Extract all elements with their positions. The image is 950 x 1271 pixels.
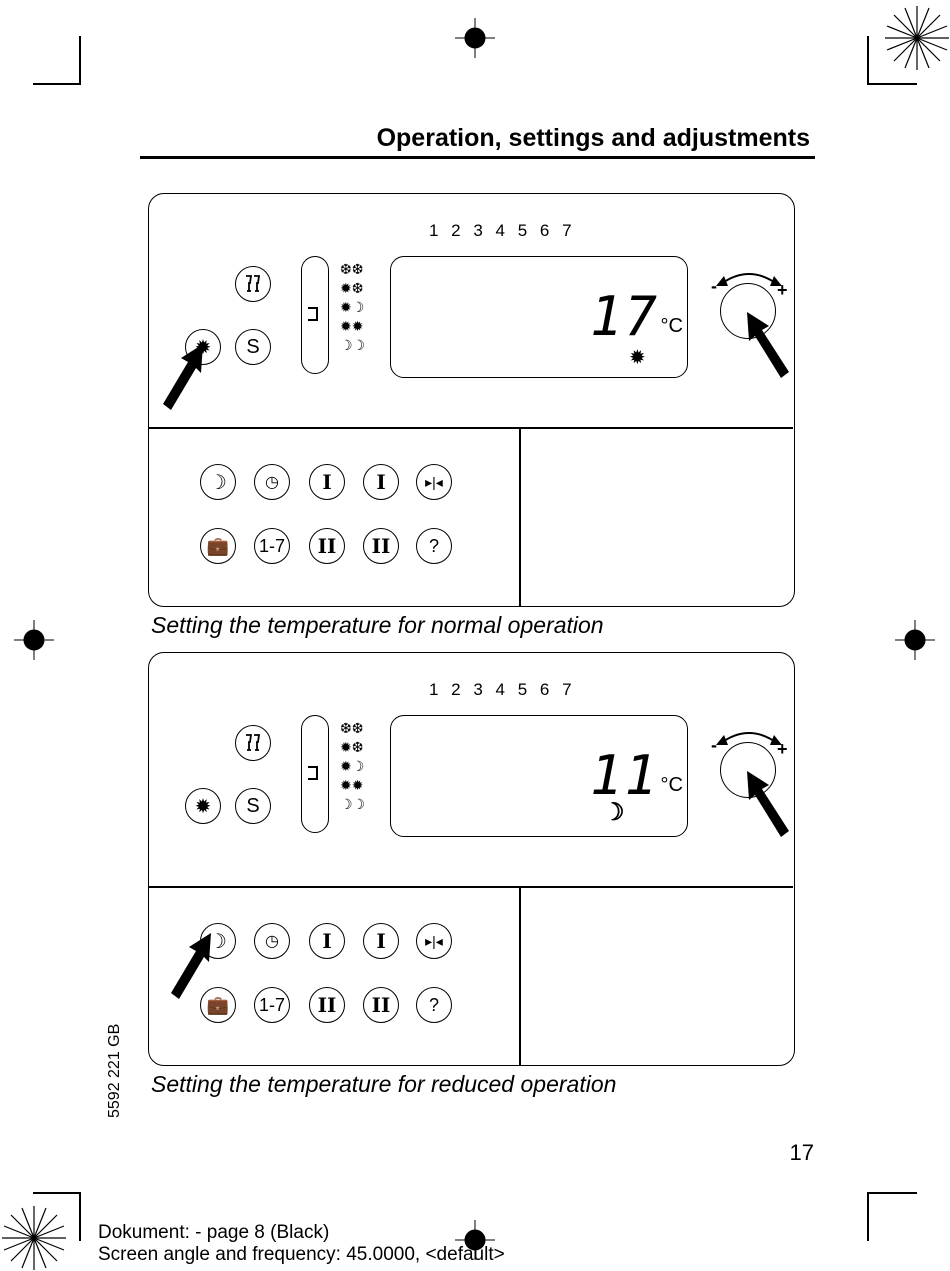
clock-icon: ◷ xyxy=(265,474,279,491)
program-2-button[interactable]: II xyxy=(309,987,345,1023)
pointer-arrow-icon xyxy=(747,312,789,378)
print-footer: Dokument: - page 8 (Black) Screen angle … xyxy=(98,1222,505,1266)
roman-one-icon: I xyxy=(376,470,386,494)
lcd-display: 17 °C ✹ xyxy=(390,256,688,378)
program-2-alt-button[interactable]: II xyxy=(363,528,399,564)
document-code: 5592 221 GB xyxy=(106,1023,123,1118)
reduced-temp-button[interactable]: ☽ xyxy=(200,464,236,500)
split-arrows-icon: ▸|◂ xyxy=(425,932,443,949)
unit-label: °C xyxy=(660,315,683,337)
roman-one-icon: I xyxy=(376,929,386,953)
moon-icon: ☽ xyxy=(209,930,227,953)
party-button[interactable] xyxy=(235,725,271,761)
mode-selector-switch[interactable] xyxy=(301,256,329,374)
party-button[interactable] xyxy=(235,266,271,302)
days-1-7-button[interactable]: 1-7 xyxy=(254,528,290,564)
temperature-knob[interactable] xyxy=(720,283,776,339)
mode-symbol-grid: ❆❆✹❆✹☽✹✹☽☽ xyxy=(340,720,366,812)
clock-button[interactable]: ◷ xyxy=(254,923,290,959)
glasses-icon xyxy=(246,734,261,751)
split-arrows-icon: ▸|◂ xyxy=(425,473,443,490)
minus-label: - xyxy=(711,276,717,296)
mode-selector-switch[interactable] xyxy=(301,715,329,833)
program-2-button[interactable]: II xyxy=(309,528,345,564)
title-underline xyxy=(140,156,815,159)
unit-label: °C xyxy=(660,774,683,796)
clock-icon: ◷ xyxy=(265,933,279,950)
suitcase-icon: 💼 xyxy=(206,994,230,1015)
help-button[interactable]: ? xyxy=(416,987,452,1023)
program-1-button[interactable]: I xyxy=(309,464,345,500)
suitcase-icon: 💼 xyxy=(206,535,230,556)
pointer-arrow-icon xyxy=(171,933,211,999)
page-number: 17 xyxy=(789,1140,814,1165)
plus-label: + xyxy=(777,280,788,300)
sun-icon: ✹ xyxy=(194,795,212,818)
moon-indicator-icon: ☽ xyxy=(603,799,625,826)
panel-divider-vertical xyxy=(519,428,521,606)
lcd-display: 11 °C ☽ xyxy=(390,715,688,837)
control-panel-normal: 1 2 3 4 5 6 7 ✹ S ❆❆✹❆✹☽✹✹☽☽ 17 °C ✹ - +… xyxy=(148,193,795,607)
selector-pointer-icon xyxy=(308,766,318,780)
caption-normal: Setting the temperature for normal opera… xyxy=(151,612,604,638)
panel-divider-horizontal xyxy=(149,427,793,429)
holiday-button[interactable]: 💼 xyxy=(200,987,236,1023)
selector-pointer-icon xyxy=(308,307,318,321)
moon-icon: ☽ xyxy=(209,471,227,494)
roman-one-icon: I xyxy=(322,929,332,953)
panel-divider-vertical xyxy=(519,887,521,1065)
control-panel-reduced: 1 2 3 4 5 6 7 ✹ S ❆❆✹❆✹☽✹✹☽☽ 11 °C ☽ - +… xyxy=(148,652,795,1066)
knob-rotate-arrow-icon xyxy=(716,273,782,286)
plus-label: + xyxy=(777,739,788,759)
page-title: Operation, settings and adjustments xyxy=(376,124,810,152)
weekday-numbers: 1 2 3 4 5 6 7 xyxy=(429,680,576,699)
panel-divider-horizontal xyxy=(149,886,793,888)
temperature-readout: 17 xyxy=(589,285,659,348)
clock-button[interactable]: ◷ xyxy=(254,464,290,500)
footer-line-1: Dokument: - page 8 (Black) xyxy=(98,1222,330,1243)
holiday-button[interactable]: 💼 xyxy=(200,528,236,564)
program-1-alt-button[interactable]: I xyxy=(363,923,399,959)
sun-indicator-icon: ✹ xyxy=(629,347,646,369)
s-button[interactable]: S xyxy=(235,788,271,824)
mode-symbol-grid: ❆❆✹❆✹☽✹✹☽☽ xyxy=(340,261,366,353)
roman-one-icon: I xyxy=(322,470,332,494)
glasses-icon xyxy=(246,275,261,292)
roman-two-icon: II xyxy=(371,993,391,1017)
help-button[interactable]: ? xyxy=(416,528,452,564)
s-button[interactable]: S xyxy=(235,329,271,365)
pointer-arrow-icon xyxy=(163,344,203,410)
temperature-knob[interactable] xyxy=(720,742,776,798)
footer-line-2: Screen angle and frequency: 45.0000, <de… xyxy=(98,1244,505,1265)
program-1-button[interactable]: I xyxy=(309,923,345,959)
days-1-7-button[interactable]: 1-7 xyxy=(254,987,290,1023)
transfer-button[interactable]: ▸|◂ xyxy=(416,464,452,500)
program-2-alt-button[interactable]: II xyxy=(363,987,399,1023)
roman-two-icon: II xyxy=(317,534,337,558)
pointer-arrow-icon xyxy=(747,771,789,837)
program-1-alt-button[interactable]: I xyxy=(363,464,399,500)
weekday-numbers: 1 2 3 4 5 6 7 xyxy=(429,221,576,240)
transfer-button[interactable]: ▸|◂ xyxy=(416,923,452,959)
minus-label: - xyxy=(711,735,717,755)
roman-two-icon: II xyxy=(317,993,337,1017)
temperature-readout: 11 xyxy=(589,744,659,807)
normal-temp-button[interactable]: ✹ xyxy=(185,788,221,824)
caption-reduced: Setting the temperature for reduced oper… xyxy=(151,1071,617,1097)
knob-rotate-arrow-icon xyxy=(716,732,782,745)
roman-two-icon: II xyxy=(371,534,391,558)
